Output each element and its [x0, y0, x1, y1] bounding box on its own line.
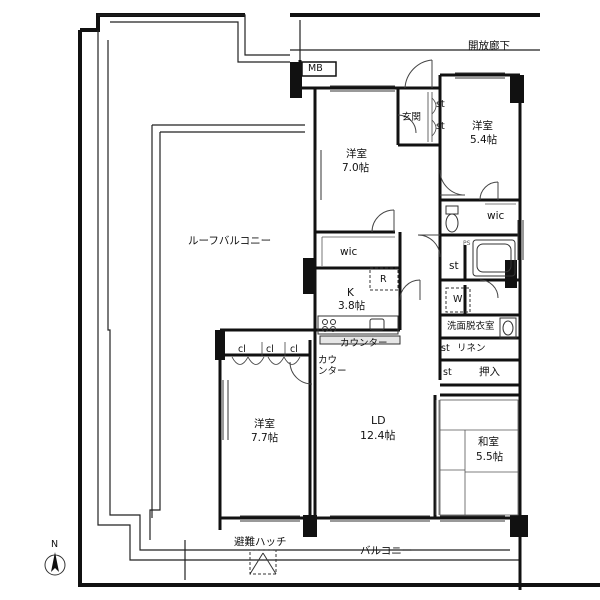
windows [222, 72, 524, 522]
bathtub [472, 239, 516, 277]
door-swings [289, 59, 499, 385]
west-room-sw-size: 7.7帖 [251, 432, 279, 444]
closet-cl-1: cl [238, 344, 246, 355]
corridor-label: 開放廊下 [468, 40, 510, 52]
linen-label: リネン [457, 343, 486, 354]
tatami-mats [435, 399, 519, 516]
wic-label-kitchen: wic [340, 246, 358, 258]
west-room-ne-size: 5.4帖 [470, 134, 498, 146]
roof-balcony-outline [97, 14, 540, 580]
oshiire-label: 押入 [479, 366, 500, 378]
wic-label-bath: wic [487, 210, 505, 222]
shoe-storage-st-1: st [436, 99, 445, 110]
north-label: N [51, 539, 59, 550]
storage-st-2-label: st [443, 367, 452, 378]
counter-vertical-label: カウ ンター [318, 355, 347, 377]
west-room-ne-label: 洋室 [472, 120, 493, 132]
kitchen-size: 3.8帖 [338, 300, 366, 312]
ld-size: 12.4帖 [360, 429, 396, 442]
west-room-sw-label: 洋室 [254, 418, 275, 430]
escape-hatch [249, 549, 277, 575]
counter-label: カウンター [340, 338, 388, 349]
closet-cl-3: cl [290, 344, 298, 355]
escape-hatch-label: 避難ハッチ [234, 536, 287, 548]
japanese-room-label: 和室 [478, 436, 499, 448]
balcony-label: バルコニー [360, 545, 413, 557]
entrance-label: 玄関 [402, 112, 422, 123]
shoe-storage-st-2: st [436, 121, 445, 132]
toilet [445, 205, 459, 233]
west-room-n-size: 7.0帖 [342, 162, 370, 174]
kitchen-counter [317, 315, 401, 345]
japanese-room-size: 5.5帖 [476, 451, 504, 463]
refrigerator-label: R [380, 274, 387, 285]
mb-label: MB [308, 63, 323, 74]
kitchen-label: K [347, 287, 354, 299]
storage-st-label: st [449, 260, 459, 272]
ld-label: LD [371, 414, 386, 427]
dressing-room-label: 洗面脱衣室 [447, 321, 495, 332]
wic-shelves [321, 203, 516, 266]
linen-st-label: st [441, 343, 450, 354]
washer-space [445, 287, 471, 313]
compass [44, 552, 66, 576]
ps-label: PS [463, 240, 471, 247]
west-room-n-label: 洋室 [346, 148, 367, 160]
roof-balcony-label: ルーフバルコニー [188, 235, 272, 247]
closet-doors [231, 92, 437, 365]
washbasin [499, 317, 517, 339]
pillars [215, 62, 528, 537]
closet-cl-2: cl [266, 344, 274, 355]
washer-label: W [453, 294, 463, 305]
mb-box [301, 61, 337, 77]
